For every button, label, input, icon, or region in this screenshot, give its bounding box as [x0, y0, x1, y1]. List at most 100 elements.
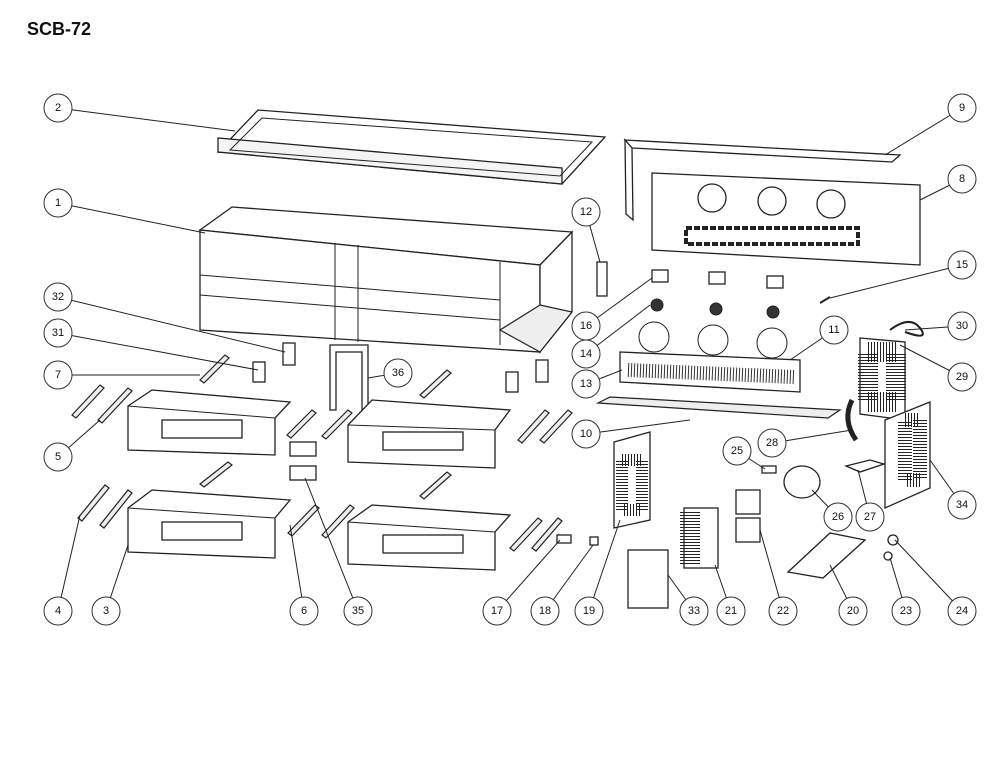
part-compressor: [783, 465, 821, 499]
callout-circle: [838, 596, 868, 626]
callout-3: 3: [91, 596, 121, 626]
callout-number: 24: [956, 605, 968, 617]
callout-23: 23: [891, 596, 921, 626]
callout-circle: [722, 436, 752, 466]
callout-circle: [571, 197, 601, 227]
callout-22: 22: [768, 596, 798, 626]
callout-number: 34: [956, 499, 968, 511]
callout-circle: [571, 311, 601, 341]
callout-9: 9: [947, 93, 977, 123]
callout-number: 33: [688, 605, 700, 617]
callout-24: 24: [947, 596, 977, 626]
callout-number: 35: [352, 605, 364, 617]
callout-number: 4: [55, 605, 61, 617]
callout-circle: [289, 596, 319, 626]
callout-29: 29: [947, 362, 977, 392]
part-fan-motors: [638, 269, 788, 359]
callout-33: 33: [679, 596, 709, 626]
callout-number: 19: [583, 605, 595, 617]
drawers: [127, 389, 512, 571]
leader-line-4: [57, 514, 81, 612]
callout-number: 8: [959, 173, 965, 185]
callout-number: 23: [900, 605, 912, 617]
callout-31: 31: [43, 318, 73, 348]
callout-number: 30: [956, 320, 968, 332]
callout-number: 7: [55, 369, 61, 381]
callout-circle: [91, 596, 121, 626]
leader-line-35: [304, 477, 359, 612]
leader-line-9: [884, 107, 963, 156]
callout-number: 3: [103, 605, 109, 617]
callout-16: 16: [571, 311, 601, 341]
callout-circle: [947, 596, 977, 626]
part-36: [329, 344, 369, 411]
callout-14: 14: [571, 339, 601, 369]
callout-number: 18: [539, 605, 551, 617]
callout-number: 5: [55, 451, 61, 463]
callout-circle: [823, 502, 853, 532]
callout-6: 6: [289, 596, 319, 626]
callout-number: 31: [52, 327, 64, 339]
callout-circle: [757, 428, 787, 458]
callout-circle: [43, 188, 73, 218]
callout-circle: [482, 596, 512, 626]
callout-number: 2: [55, 102, 61, 114]
callout-circle: [891, 596, 921, 626]
callout-number: 14: [580, 348, 592, 360]
callout-circle: [43, 93, 73, 123]
callout-circle: [530, 596, 560, 626]
callout-1: 1: [43, 188, 73, 218]
callout-circle: [571, 369, 601, 399]
leader-line-2: [57, 107, 236, 132]
callout-2: 2: [43, 93, 73, 123]
callout-number: 32: [52, 291, 64, 303]
callout-number: 12: [580, 206, 592, 218]
leader-line-24: [894, 539, 963, 612]
callout-circle: [947, 490, 977, 520]
callout-number: 22: [777, 605, 789, 617]
callout-circle: [716, 596, 746, 626]
callout-26: 26: [823, 502, 853, 532]
callout-13: 13: [571, 369, 601, 399]
callout-circle: [679, 596, 709, 626]
callout-number: 17: [491, 605, 503, 617]
callout-28: 28: [757, 428, 787, 458]
callout-circle: [947, 93, 977, 123]
callout-8: 8: [947, 164, 977, 194]
callout-32: 32: [43, 282, 73, 312]
callout-number: 36: [392, 367, 404, 379]
callout-18: 18: [530, 596, 560, 626]
callout-17: 17: [482, 596, 512, 626]
part-base-plate: [786, 532, 867, 579]
callout-circle: [947, 362, 977, 392]
part-rail: [595, 396, 842, 419]
callout-number: 10: [580, 428, 592, 440]
callout-number: 11: [828, 324, 839, 336]
callout-36: 36: [383, 358, 413, 388]
callout-21: 21: [716, 596, 746, 626]
callout-circle: [43, 360, 73, 390]
leader-line-15: [829, 264, 963, 299]
callout-34: 34: [947, 490, 977, 520]
callout-circle: [343, 596, 373, 626]
callout-27: 27: [855, 502, 885, 532]
callout-circle: [43, 318, 73, 348]
callout-number: 27: [864, 511, 876, 523]
leader-line-6: [289, 524, 305, 612]
callout-35: 35: [343, 596, 373, 626]
leader-line-17: [496, 539, 561, 612]
callout-number: 26: [832, 511, 844, 523]
callout-number: 29: [956, 371, 968, 383]
callout-25: 25: [722, 436, 752, 466]
callout-11: 11: [819, 315, 849, 345]
callout-circle: [947, 311, 977, 341]
callout-7: 7: [43, 360, 73, 390]
leader-line-10: [585, 419, 691, 435]
callout-15: 15: [947, 250, 977, 280]
callout-circle: [383, 358, 413, 388]
part-back-panel: [651, 172, 921, 266]
callout-circle: [947, 250, 977, 280]
leader-line-31: [57, 332, 259, 371]
callout-12: 12: [571, 197, 601, 227]
